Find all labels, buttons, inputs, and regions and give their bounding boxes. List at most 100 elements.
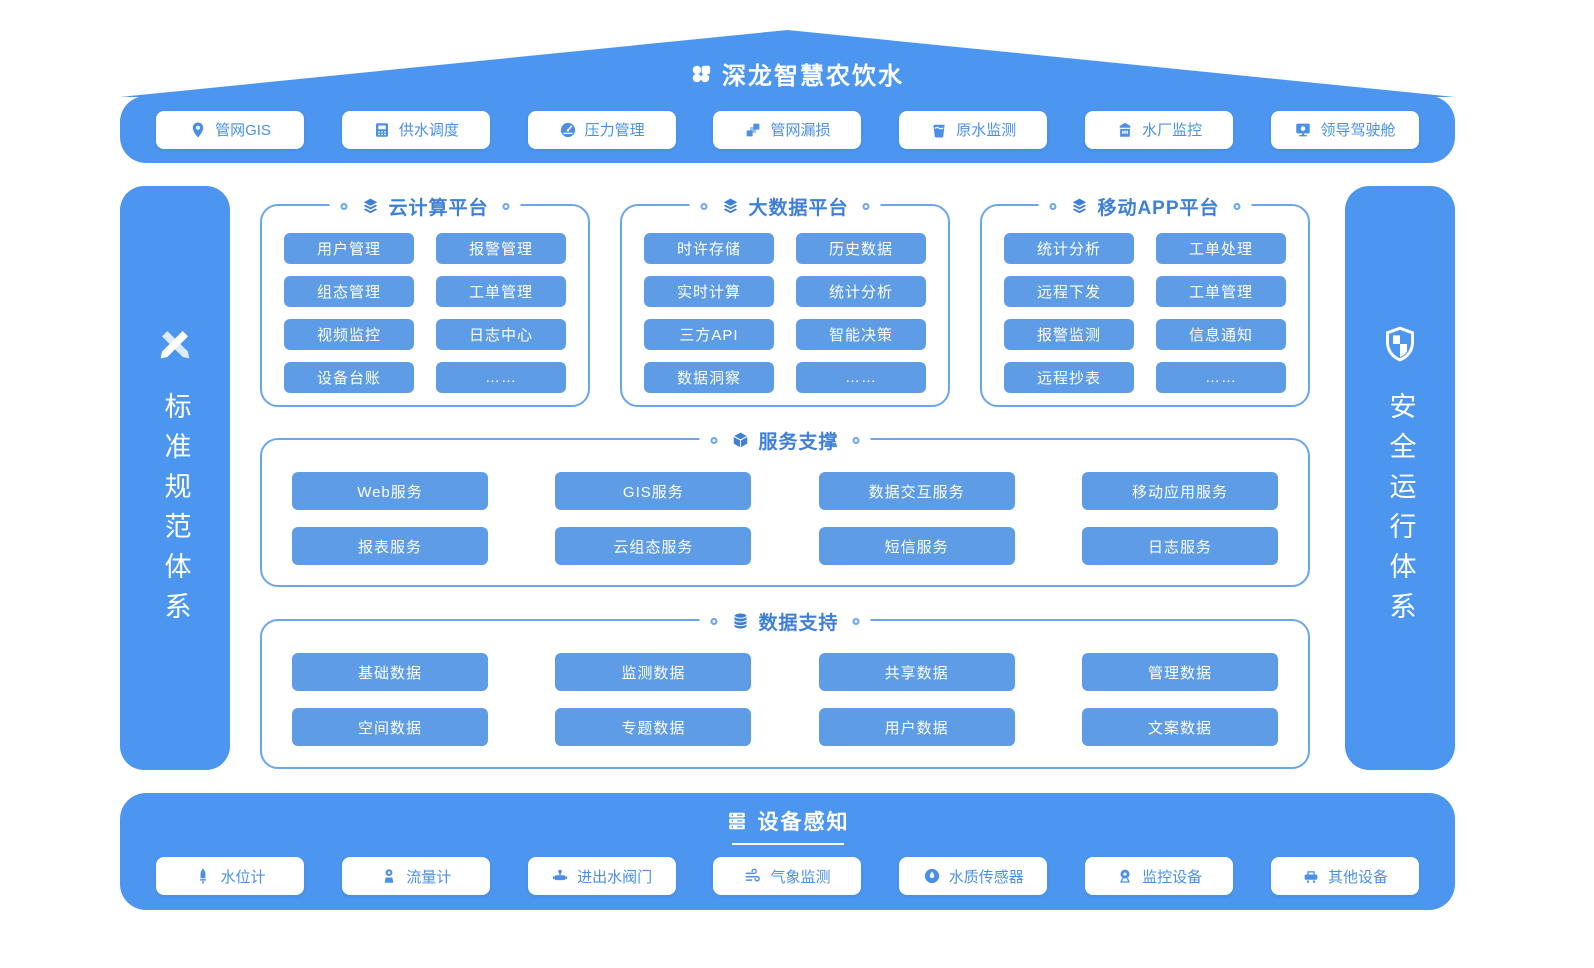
service-support-box: 服务支撑 Web服务 GIS服务 数据交互服务 移动应用服务 报表服务 云组态服…	[260, 424, 1310, 587]
section-header: 服务支撑	[699, 424, 871, 456]
pillar-label: 安全运行体系	[1385, 392, 1416, 632]
platform-title: 大数据平台	[748, 197, 849, 219]
feature-chip: 统计分析	[1004, 233, 1134, 264]
feature-chip: 数据洞察	[644, 362, 774, 393]
feature-chip: 视频监控	[284, 319, 414, 350]
connector-dot	[1233, 202, 1241, 210]
platform-header: 云计算平台	[329, 190, 521, 222]
layers-icon	[1070, 197, 1088, 215]
feature-chip: 统计分析	[796, 276, 926, 307]
page-title: 深龙智慧农饮水	[722, 61, 904, 90]
device-label: 监控设备	[1142, 868, 1203, 886]
device-water-quality-button[interactable]: 水质传感器	[899, 857, 1048, 895]
data-chip: 管理数据	[1081, 653, 1278, 691]
data-chip: 基础数据	[292, 653, 488, 691]
device-other-button[interactable]: 其他设备	[1270, 857, 1419, 895]
module-label: 管网漏损	[770, 122, 831, 139]
data-chip: 空间数据	[292, 708, 488, 746]
device-weather-button[interactable]: 气象监测	[713, 857, 862, 895]
connector-dot	[852, 436, 860, 444]
top-module-bar: 管网GIS 供水调度 压力管理 管网漏损 原水监测 水厂监控 领导驾驶舱	[120, 96, 1455, 163]
feature-chip: 三方API	[644, 319, 774, 350]
data-grid: 基础数据 监测数据 共享数据 管理数据 空间数据 专题数据 用户数据 文案数据	[292, 653, 1278, 746]
valve-icon	[551, 867, 569, 885]
data-chip: 用户数据	[818, 708, 1015, 746]
connector-dot	[710, 436, 718, 444]
service-chip: 短信服务	[818, 527, 1015, 565]
header-underline	[731, 843, 844, 845]
module-label: 管网GIS	[215, 122, 271, 139]
data-support-box: 数据支持 基础数据 监测数据 共享数据 管理数据 空间数据 专题数据 用户数据 …	[260, 605, 1310, 769]
feature-chip: 工单管理	[436, 276, 566, 307]
device-bar-title: 设备感知	[757, 811, 850, 834]
section-header: 数据支持	[699, 605, 871, 637]
module-water-dispatch-button[interactable]: 供水调度	[341, 110, 490, 149]
module-raw-water-button[interactable]: 原水监测	[899, 110, 1048, 149]
platform-header: 移动APP平台	[1038, 190, 1252, 222]
feature-chip: 设备台账	[284, 362, 414, 393]
section-title: 数据支持	[758, 612, 839, 634]
module-label: 原水监测	[956, 122, 1017, 139]
standard-system-pillar: 标准规范体系	[120, 186, 230, 770]
module-label: 领导驾驶舱	[1320, 122, 1396, 139]
connector-dot	[862, 202, 870, 210]
feature-chip: 信息通知	[1156, 319, 1286, 350]
service-chip: 日志服务	[1081, 527, 1278, 565]
module-label: 供水调度	[398, 122, 459, 139]
device-label: 水质传感器	[948, 868, 1024, 886]
database-icon	[731, 612, 749, 630]
safety-system-pillar: 安全运行体系	[1345, 186, 1455, 770]
clover-icon	[690, 63, 712, 85]
connector-dot	[502, 202, 510, 210]
device-label: 流量计	[406, 868, 452, 886]
server-icon	[726, 810, 748, 832]
connector-dot	[710, 617, 718, 625]
water-tank-icon	[930, 121, 948, 139]
module-leakage-button[interactable]: 管网漏损	[713, 110, 862, 149]
other-device-icon	[1302, 867, 1320, 885]
shield-icon	[1380, 324, 1420, 364]
module-plant-monitor-button[interactable]: 水厂监控	[1085, 110, 1234, 149]
feature-chip: 工单管理	[1156, 276, 1286, 307]
data-chip: 监测数据	[555, 653, 752, 691]
device-flow-meter-button[interactable]: 流量计	[341, 857, 490, 895]
gauge-icon	[559, 121, 577, 139]
bigdata-platform-box: 大数据平台 时许存储 历史数据 实时计算 统计分析 三方API 智能决策 数据洞…	[620, 190, 950, 407]
map-pin-icon	[189, 121, 207, 139]
device-water-level-button[interactable]: 水位计	[156, 857, 304, 895]
service-chip: 移动应用服务	[1081, 472, 1278, 510]
service-chip: GIS服务	[555, 472, 752, 510]
platform-feature-grid: 时许存储 历史数据 实时计算 统计分析 三方API 智能决策 数据洞察 ……	[644, 233, 926, 393]
data-chip: 共享数据	[818, 653, 1015, 691]
device-valve-button[interactable]: 进出水阀门	[527, 857, 676, 895]
connector-dot	[700, 202, 708, 210]
flow-meter-icon	[380, 867, 398, 885]
module-pressure-button[interactable]: 压力管理	[527, 110, 676, 149]
device-button-row: 水位计 流量计 进出水阀门 气象监测 水质传感器 监控设备	[120, 857, 1455, 895]
pillar-label: 标准规范体系	[160, 392, 191, 632]
platform-feature-grid: 用户管理 报警管理 组态管理 工单管理 视频监控 日志中心 设备台账 ……	[284, 233, 566, 393]
pipe-blocks-icon	[744, 121, 762, 139]
service-chip: 报表服务	[292, 527, 488, 565]
feature-chip: 实时计算	[644, 276, 774, 307]
feature-chip: 日志中心	[436, 319, 566, 350]
connector-dot	[852, 617, 860, 625]
service-chip: Web服务	[292, 472, 488, 510]
module-cockpit-button[interactable]: 领导驾驶舱	[1270, 110, 1419, 149]
feature-chip: 工单处理	[1156, 233, 1286, 264]
ruler-pencil-icon	[155, 324, 195, 364]
weather-icon	[744, 867, 762, 885]
device-label: 其他设备	[1327, 868, 1388, 886]
feature-chip-more: ……	[436, 362, 566, 393]
module-pipeline-gis-button[interactable]: 管网GIS	[156, 110, 304, 149]
device-label: 水位计	[220, 868, 266, 886]
device-bar-header: 设备感知	[120, 806, 1455, 836]
data-chip: 专题数据	[555, 708, 752, 746]
water-quality-icon	[923, 867, 941, 885]
layers-icon	[721, 197, 739, 215]
service-chip: 数据交互服务	[818, 472, 1015, 510]
layers-icon	[361, 197, 379, 215]
feature-chip: 远程抄表	[1004, 362, 1134, 393]
feature-chip: 智能决策	[796, 319, 926, 350]
device-camera-button[interactable]: 监控设备	[1085, 857, 1234, 895]
